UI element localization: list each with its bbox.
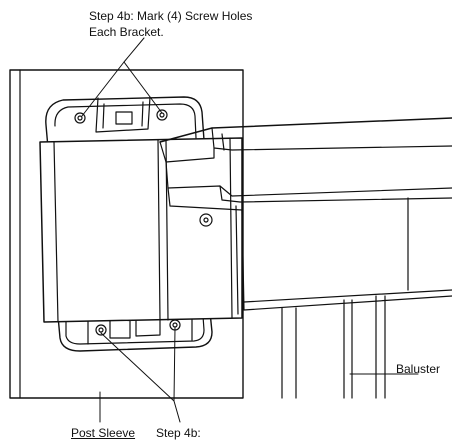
baluster-posts: [281, 295, 386, 399]
screw-hole-top-left: [74, 112, 86, 124]
step-4b-bottom-label: Step 4b:: [156, 426, 201, 440]
end-cap-screw: [199, 213, 213, 227]
screw-hole-bottom-left: [95, 324, 107, 336]
post-sleeve-label: Post Sleeve: [71, 426, 136, 440]
callout-leaders: [81, 37, 419, 423]
step-4b-top-label-line1: Step 4b: Mark (4) Screw Holes: [89, 9, 253, 23]
rail-end-sleeve: [39, 137, 243, 323]
baluster-label: Baluster: [396, 362, 441, 376]
top-bracket: [45, 96, 205, 149]
post-sleeve-panel: [9, 69, 244, 399]
top-rail: [159, 117, 452, 315]
screw-hole-top-right: [156, 109, 168, 121]
step-4b-top-label-line2: Each Bracket.: [89, 25, 164, 39]
